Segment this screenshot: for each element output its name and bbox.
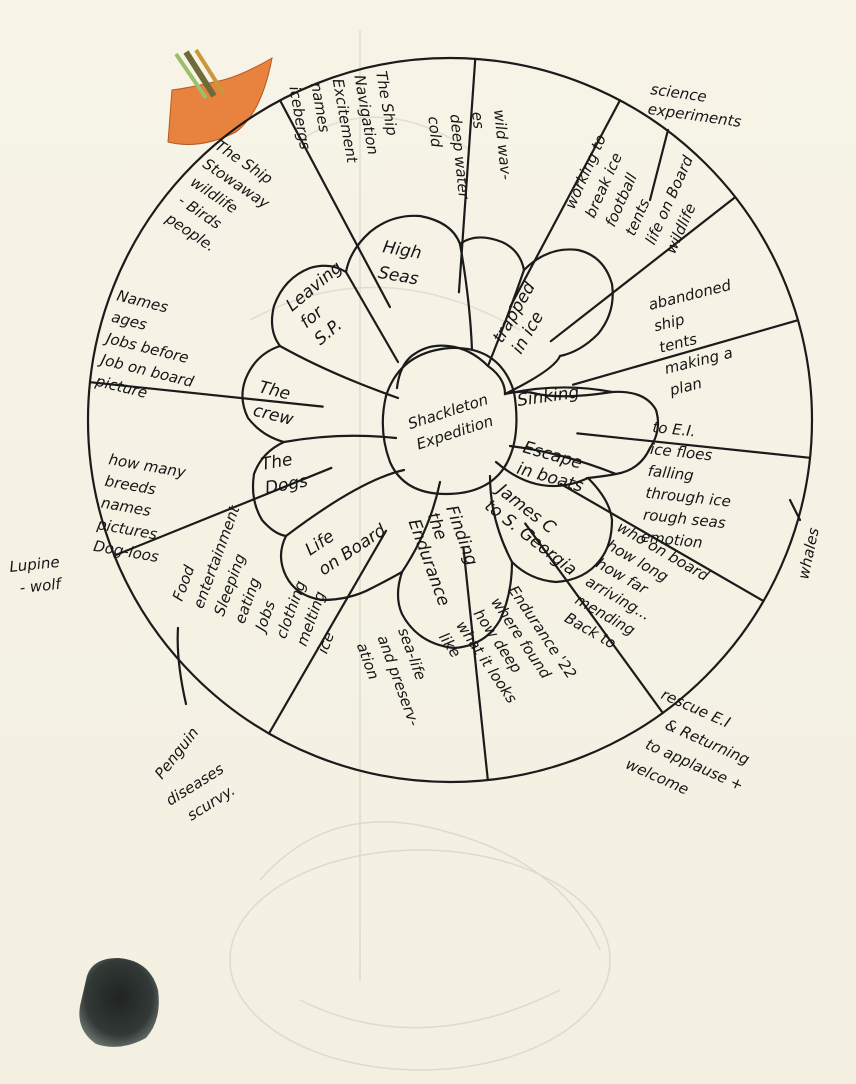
ink-blot bbox=[79, 958, 159, 1047]
note-science-pointer bbox=[648, 128, 670, 202]
petal-dividers bbox=[278, 242, 618, 574]
sector-abandoned-line-4: plan bbox=[667, 374, 704, 400]
sector-food: FoodentertainmentSleepingeatingJobscloth… bbox=[169, 502, 338, 657]
note-whales-text: whales bbox=[794, 526, 822, 581]
sector-dividers bbox=[88, 57, 812, 782]
sector-divider-0 bbox=[278, 99, 392, 309]
outer-circle bbox=[86, 56, 814, 784]
ship-sticker bbox=[167, 48, 273, 145]
sector-wild-water-line-3: cold bbox=[424, 115, 445, 148]
sector-divider-4 bbox=[571, 319, 800, 386]
sector-divider-6 bbox=[559, 482, 765, 603]
petal-sinking-line-0: Sinking bbox=[516, 382, 581, 411]
center-label: Shackleton Expedition bbox=[406, 390, 496, 453]
sector-ice-floes-line-2: falling bbox=[647, 462, 695, 485]
sector-food-line-7: ice bbox=[314, 630, 338, 657]
petal-dogs-line-1: Dogs bbox=[264, 471, 310, 498]
sector-divider-3 bbox=[549, 196, 737, 343]
petal-sinking: Sinking bbox=[516, 382, 581, 411]
sector-abandoned-line-1: ship bbox=[652, 310, 686, 335]
sector-wild-water-line-2: deep water bbox=[446, 113, 473, 200]
petal-outline bbox=[241, 214, 660, 650]
sector-abandoned-line-0: abandoned bbox=[647, 276, 734, 314]
sector-divider-7 bbox=[524, 522, 664, 714]
sector-divider-8 bbox=[462, 546, 489, 782]
petal-high-seas-line-1: Seas bbox=[377, 263, 421, 290]
note-whales: whales bbox=[794, 526, 822, 581]
sector-ice-floes-line-0: to E.I. bbox=[652, 418, 697, 440]
sector-ship-navigation: The ShipNavigationExcitementnamesiceberg… bbox=[285, 70, 401, 166]
sector-wild-water-line-0: wild wav- bbox=[490, 109, 515, 181]
petal-crew-line-1: crew bbox=[251, 401, 295, 430]
sector-ice-floes-line-1: ice floes bbox=[649, 440, 713, 464]
note-penguin-pointer bbox=[176, 626, 188, 706]
note-whales-pointer bbox=[788, 498, 802, 522]
sector-divider-10 bbox=[113, 466, 333, 557]
sector-divider-2 bbox=[508, 99, 622, 309]
sector-divider-5 bbox=[576, 432, 812, 459]
petal-ring bbox=[241, 214, 660, 650]
note-lupine-line1: Lupine bbox=[9, 553, 61, 576]
background-ghost-sketch bbox=[229, 30, 611, 1071]
sector-wild-water-line-1: es bbox=[468, 111, 488, 130]
note-rescue: rescue E.I & Returning to applause + wel… bbox=[623, 685, 752, 798]
note-lupine: Lupine - wolf bbox=[9, 553, 65, 597]
note-lupine-line2: - wolf bbox=[19, 575, 64, 597]
sector-divider-11 bbox=[88, 381, 324, 408]
sector-divider-9 bbox=[267, 529, 388, 735]
note-science: science experiments bbox=[647, 80, 743, 131]
petal-high-seas-line-0: High bbox=[381, 237, 423, 263]
center-oval bbox=[381, 346, 518, 496]
petal-dogs-line-0: The bbox=[259, 450, 294, 475]
